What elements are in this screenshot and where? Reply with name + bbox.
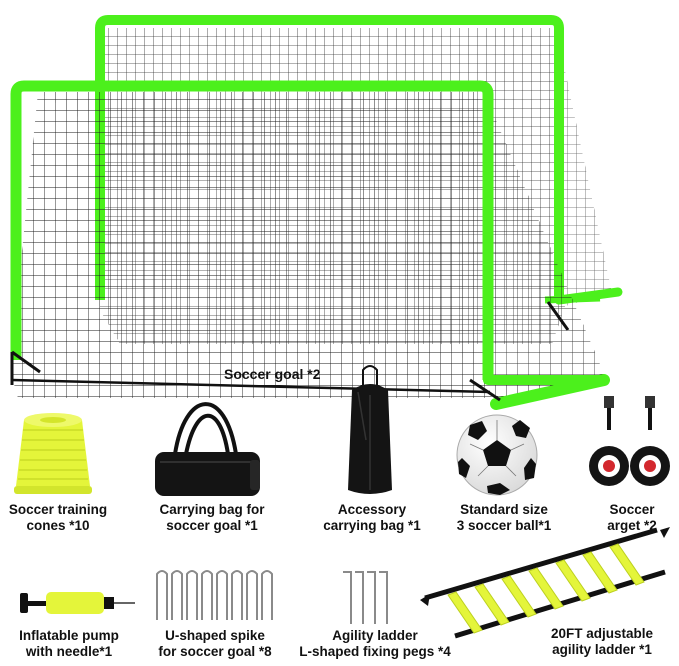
caption-soccer-goal: Soccer goal *2 — [224, 366, 321, 382]
caption-ladder-line1: 20FT adjustable — [550, 626, 654, 641]
u-shaped-spikes — [156, 570, 273, 620]
training-cones — [14, 413, 92, 494]
agility-ladder — [420, 527, 670, 639]
caption-ball-line1: Standard size — [460, 502, 548, 517]
caption-spike: U-shaped spike for soccer goal *8 — [144, 628, 286, 660]
caption-cones-line2: cones *10 — [26, 518, 90, 533]
caption-target-line2: arget *2 — [607, 518, 657, 533]
caption-cones: Soccer training cones *10 — [2, 502, 114, 534]
caption-target: Soccer arget *2 — [590, 502, 674, 534]
caption-pump-line2: with needle*1 — [25, 644, 113, 659]
caption-carry-bag: Carrying bag for soccer goal *1 — [148, 502, 276, 534]
caption-ladder-line2: agility ladder *1 — [552, 642, 652, 657]
caption-ball: Standard size 3 soccer ball*1 — [446, 502, 562, 534]
caption-soccer-goal-text: Soccer goal *2 — [224, 366, 321, 382]
caption-ladder: 20FT adjustable agility ladder *1 — [530, 626, 674, 658]
caption-carry-bag-line1: Carrying bag for — [159, 502, 265, 517]
l-shaped-fixing-pegs — [343, 571, 388, 624]
caption-accessory-bag: Accessory carrying bag *1 — [312, 502, 432, 534]
caption-spike-line2: for soccer goal *8 — [158, 644, 272, 659]
inflatable-pump — [20, 592, 135, 614]
goal-carrying-bag — [155, 402, 260, 496]
accessory-carrying-bag — [348, 365, 392, 494]
soccer-ball — [456, 414, 538, 496]
caption-pegs: Agility ladder L-shaped fixing pegs *4 — [292, 628, 458, 660]
caption-pump-line1: Inflatable pump — [19, 628, 119, 643]
caption-cones-line1: Soccer training — [8, 502, 108, 517]
caption-accessory-bag-line2: carrying bag *1 — [323, 518, 421, 533]
soccer-targets — [589, 396, 670, 486]
caption-pump: Inflatable pump with needle*1 — [4, 628, 134, 660]
caption-accessory-bag-line1: Accessory — [337, 502, 407, 517]
caption-carry-bag-line2: soccer goal *1 — [166, 518, 258, 533]
soccer-goal-front — [10, 80, 610, 410]
caption-pegs-line1: Agility ladder — [332, 628, 418, 643]
caption-pegs-line2: L-shaped fixing pegs *4 — [299, 644, 451, 659]
caption-spike-line1: U-shaped spike — [165, 628, 265, 643]
caption-ball-line2: 3 soccer ball*1 — [456, 518, 552, 533]
caption-target-line1: Soccer — [609, 502, 655, 517]
